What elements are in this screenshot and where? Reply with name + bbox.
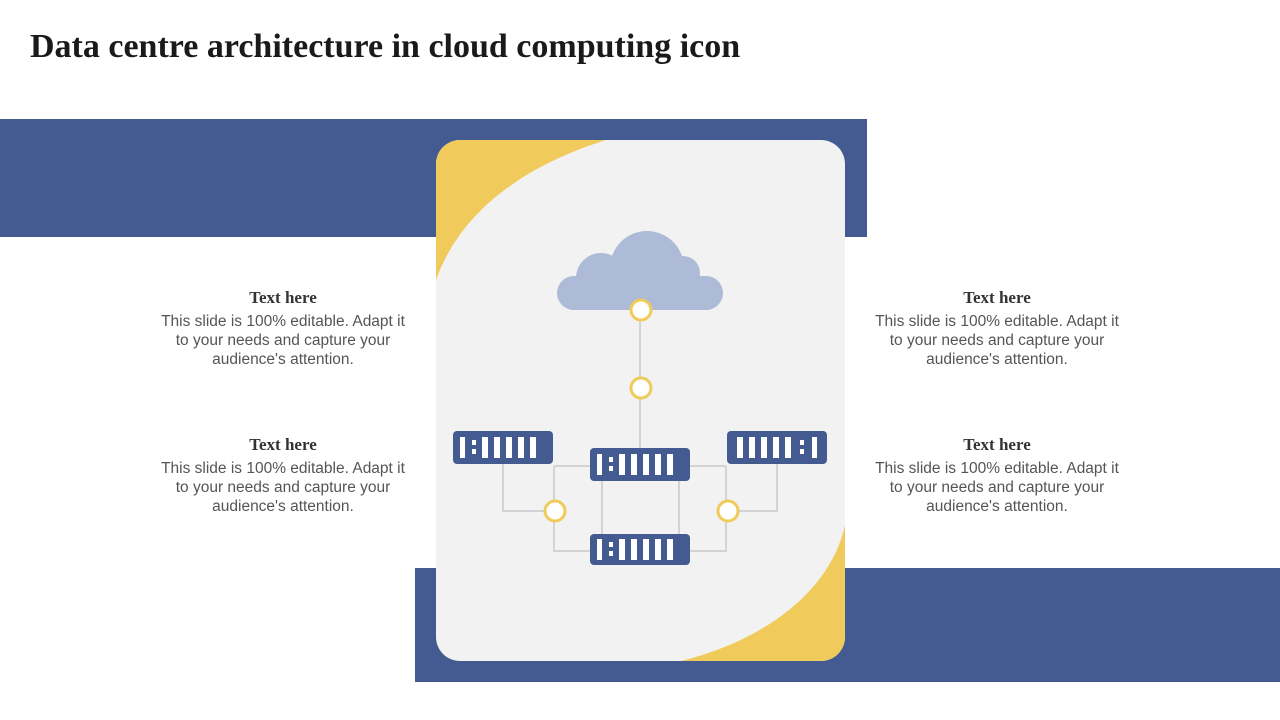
connector-node-icon: [629, 298, 653, 322]
text-block-bottom-right: Text here This slide is 100% editable. A…: [872, 435, 1122, 516]
card-yellow-corner-bottom: [681, 525, 845, 661]
text-block-top-left: Text here This slide is 100% editable. A…: [158, 288, 408, 369]
connector-node-icon: [716, 499, 740, 523]
text-block-heading: Text here: [249, 435, 317, 454]
connector-node-icon: [543, 499, 567, 523]
text-block-heading: Text here: [249, 288, 317, 307]
server-rack-icon: [590, 534, 690, 565]
cloud-icon: [557, 231, 723, 310]
connector-node-icon: [629, 376, 653, 400]
text-block-body: This slide is 100% editable. Adapt it to…: [161, 313, 405, 368]
text-block-bottom-left: Text here This slide is 100% editable. A…: [158, 435, 408, 516]
text-block-heading: Text here: [963, 288, 1031, 307]
card-yellow-corner-top: [436, 140, 606, 280]
text-block-body: This slide is 100% editable. Adapt it to…: [875, 313, 1119, 368]
server-rack-icon: [453, 431, 553, 464]
text-block-top-right: Text here This slide is 100% editable. A…: [872, 288, 1122, 369]
text-block-body: This slide is 100% editable. Adapt it to…: [875, 460, 1119, 515]
card-decoration: [436, 140, 845, 661]
slide-title: Data centre architecture in cloud comput…: [30, 28, 741, 65]
server-rack-icon: [590, 448, 690, 481]
server-rack-icon: [727, 431, 827, 464]
text-block-heading: Text here: [963, 435, 1031, 454]
text-block-body: This slide is 100% editable. Adapt it to…: [161, 460, 405, 515]
connector-nodes: [543, 298, 740, 523]
icon-card: [436, 140, 845, 661]
